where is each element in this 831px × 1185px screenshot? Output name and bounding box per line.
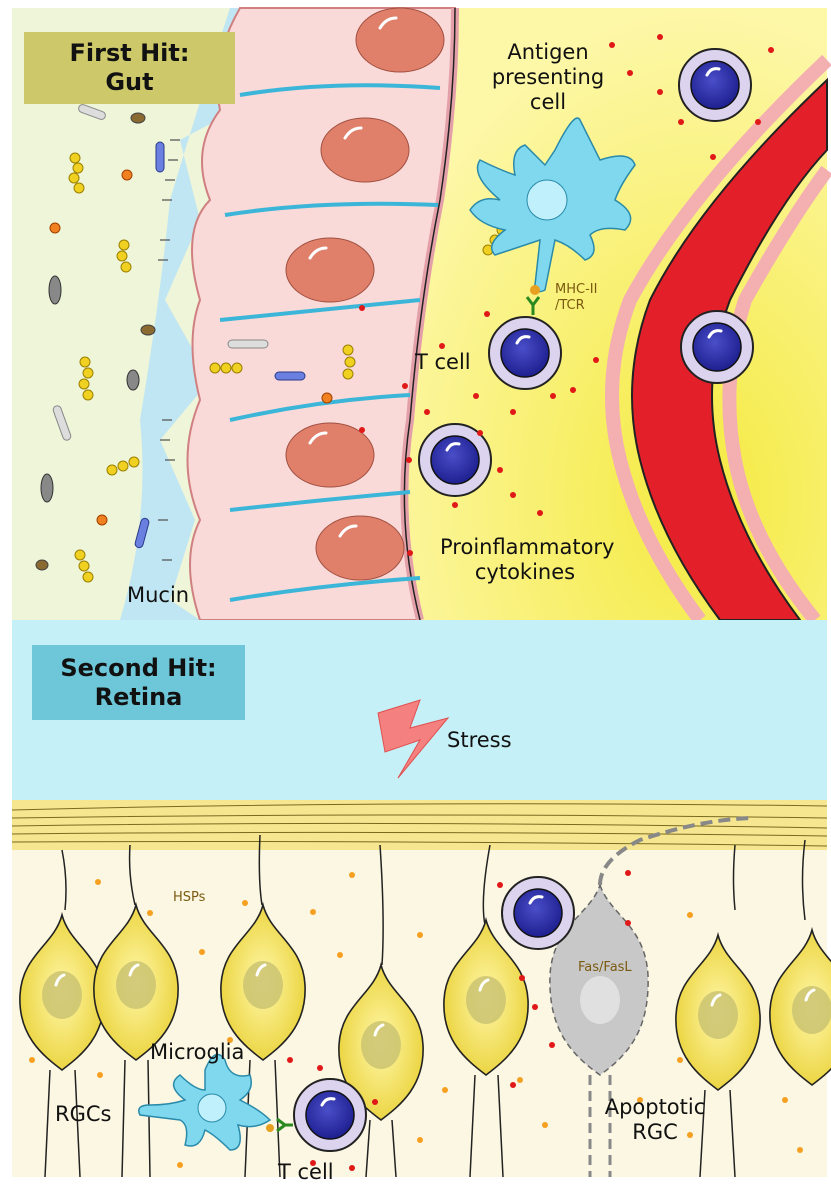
- second-hit-title-line1: Second Hit:: [60, 654, 216, 683]
- stress-label: Stress: [447, 728, 512, 753]
- apc-label-line1: Antigen: [488, 40, 608, 65]
- apoptotic-label-line1: Apoptotic: [595, 1095, 715, 1120]
- cytokines-label-line2: cytokines: [440, 560, 610, 585]
- second-hit-title-line2: Retina: [95, 683, 183, 712]
- first-hit-banner: First Hit: Gut: [24, 32, 235, 104]
- apc-label-line3: cell: [488, 90, 608, 115]
- hsps-label: HSPs: [173, 890, 205, 906]
- first-hit-title-line2: Gut: [105, 68, 153, 97]
- mhc-label-line1: MHC-II: [555, 282, 597, 298]
- mucin-label: Mucin: [127, 583, 189, 608]
- cytokines-label: Proinflammatory cytokines: [440, 535, 610, 585]
- tcell-gut-label: T cell: [415, 350, 471, 375]
- apc-label: Antigen presenting cell: [488, 40, 608, 116]
- second-hit-banner: Second Hit: Retina: [32, 645, 245, 720]
- rgcs-label: RGCs: [55, 1102, 111, 1127]
- apoptotic-label-line2: RGC: [595, 1120, 715, 1145]
- apc-label-line2: presenting: [488, 65, 608, 90]
- cytokines-label-line1: Proinflammatory: [440, 535, 610, 560]
- microglia-label: Microglia: [150, 1040, 244, 1065]
- mhc-label-line2: /TCR: [555, 298, 597, 314]
- fas-label: Fas/FasL: [578, 960, 632, 976]
- first-hit-title-line1: First Hit:: [70, 39, 190, 68]
- mhc-label: MHC-II /TCR: [555, 282, 597, 313]
- apoptotic-label: Apoptotic RGC: [595, 1095, 715, 1145]
- tcell-retina-label: T cell: [278, 1160, 334, 1185]
